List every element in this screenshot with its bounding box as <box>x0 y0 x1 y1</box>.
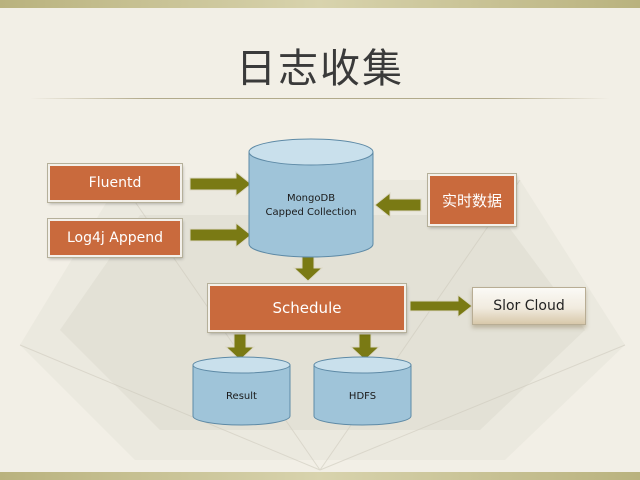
capped-collection-label: Capped Collection <box>265 207 357 218</box>
arrow-realtime-to-mongodb <box>374 191 422 219</box>
fluentd-label: Fluentd <box>88 175 142 191</box>
arrow-schedule-to-slor-cloud <box>409 293 473 319</box>
arrow-mongodb-to-schedule <box>292 255 324 282</box>
title-divider <box>30 98 610 99</box>
hdfs-cylinder: HDFS <box>313 356 412 426</box>
top-border <box>0 0 640 8</box>
fluentd-box: Fluentd <box>47 163 183 203</box>
slor-cloud-box: Slor Cloud <box>472 287 586 325</box>
schedule-label: Schedule <box>272 299 342 317</box>
schedule-box: Schedule <box>207 283 407 333</box>
result-label: Result <box>226 391 257 402</box>
arrow-log4j-to-mongodb <box>189 221 252 249</box>
arrow-schedule-to-result <box>224 333 256 361</box>
bottom-border <box>0 472 640 480</box>
result-cylinder: Result <box>192 356 291 426</box>
slide-title: 日志收集 <box>236 46 404 92</box>
mongodb-cylinder: MongoDB Capped Collection <box>248 138 374 258</box>
mongodb-label: MongoDB <box>286 193 336 204</box>
hdfs-label: HDFS <box>348 391 377 402</box>
log4j-append-label: Log4j Append <box>67 230 163 246</box>
log4j-append-box: Log4j Append <box>47 218 183 258</box>
realtime-data-box: 实时数据 <box>427 173 517 227</box>
realtime-data-label: 实时数据 <box>441 191 502 210</box>
arrow-fluentd-to-mongodb <box>189 170 252 198</box>
arrow-schedule-to-hdfs <box>349 333 381 361</box>
slor-cloud-label: Slor Cloud <box>493 298 565 314</box>
